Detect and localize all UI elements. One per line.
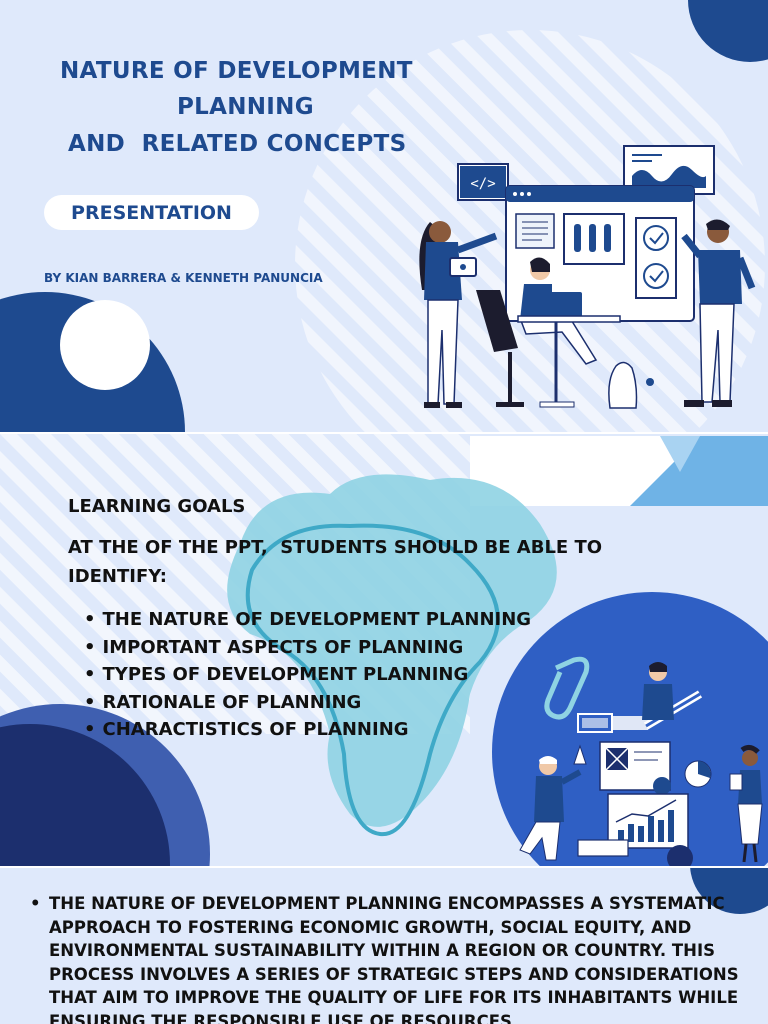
team-planning-illustration	[519, 662, 763, 866]
white-circle-decoration	[60, 300, 150, 390]
learning-goals-heading: LEARNING GOALS	[68, 496, 246, 517]
title-slide: NATURE OF DEVELOPMENT PLANNING AND RELAT…	[0, 0, 768, 432]
slide-divider	[0, 432, 768, 434]
man-standing-figure	[681, 219, 756, 407]
inner-circle-decoration	[0, 724, 170, 866]
nature-paragraph-text: THE NATURE OF DEVELOPMENT PLANNING ENCOM…	[49, 894, 739, 1024]
list-item: IMPORTANT ASPECTS OF PLANNING	[84, 634, 531, 662]
authors-byline: BY KIAN BARRERA & KENNETH PANUNCIA	[44, 271, 323, 285]
list-item: CHARACTISTICS OF PLANNING	[84, 716, 531, 744]
bullet-icon: •	[30, 894, 41, 913]
content-slide-background	[690, 868, 768, 914]
team-dashboard-illustration: </>	[419, 145, 756, 409]
paperclip-decoration	[544, 656, 590, 720]
title-line-3: AND RELATED CONCEPTS	[68, 131, 407, 157]
woman-on-top-figure	[642, 662, 674, 720]
content-slide: • THE NATURE OF DEVELOPMENT PLANNING ENC…	[0, 868, 768, 1024]
list-item: THE NATURE OF DEVELOPMENT PLANNING	[84, 606, 532, 634]
arrow-banner-decoration	[470, 436, 680, 506]
nature-paragraph: • THE NATURE OF DEVELOPMENT PLANNING ENC…	[30, 892, 750, 1024]
title-line-2: PLANNING	[177, 94, 314, 120]
goals-intro-line-2: IDENTIFY:	[68, 566, 167, 587]
goals-intro-line-1: AT THE OF THE PPT, STUDENTS SHOULD BE AB…	[68, 537, 603, 558]
list-item: RATIONALE OF PLANNING	[84, 689, 531, 717]
corner-circle-decoration	[688, 0, 768, 62]
learning-goals-list: THE NATURE OF DEVELOPMENT PLANNING IMPOR…	[84, 606, 532, 744]
woman-with-tablet-figure	[419, 221, 498, 408]
robot-cat-figure	[608, 361, 654, 409]
corner-circle-decoration	[690, 868, 768, 914]
svg-text:</>: </>	[470, 176, 495, 192]
learning-goals-slide: LEARNING GOALS AT THE OF THE PPT, STUDEN…	[0, 434, 768, 866]
seated-woman-laptop-figure	[476, 257, 621, 408]
code-icon: </>	[457, 163, 509, 201]
slide-divider	[0, 866, 768, 868]
man-with-rocket-figure	[519, 744, 587, 861]
title-line-1: NATURE OF DEVELOPMENT	[60, 58, 413, 84]
woman-with-clipboard-figure	[729, 744, 763, 863]
list-item: TYPES OF DEVELOPMENT PLANNING	[84, 661, 531, 689]
presentation-badge: PRESENTATION	[44, 195, 259, 230]
